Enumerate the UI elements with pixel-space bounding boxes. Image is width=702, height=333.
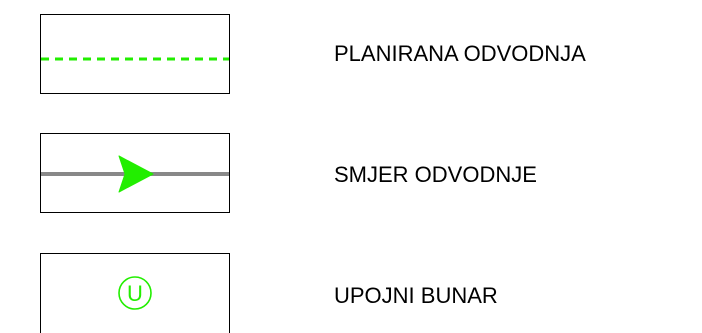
circled-u-icon: U — [118, 276, 152, 310]
soakaway-well-symbol-box: U — [40, 253, 230, 333]
soakaway-well-label: UPOJNI BUNAR — [334, 283, 498, 308]
well-glyph: U — [127, 281, 143, 306]
dashed-line-icon — [41, 57, 229, 61]
drainage-direction-label: SMJER ODVODNJE — [334, 162, 537, 187]
drainage-direction-symbol-box — [40, 133, 230, 213]
flow-arrow-icon — [41, 155, 229, 193]
planned-drainage-symbol-box — [40, 14, 230, 94]
planned-drainage-label: PLANIRANA ODVODNJA — [334, 41, 586, 66]
